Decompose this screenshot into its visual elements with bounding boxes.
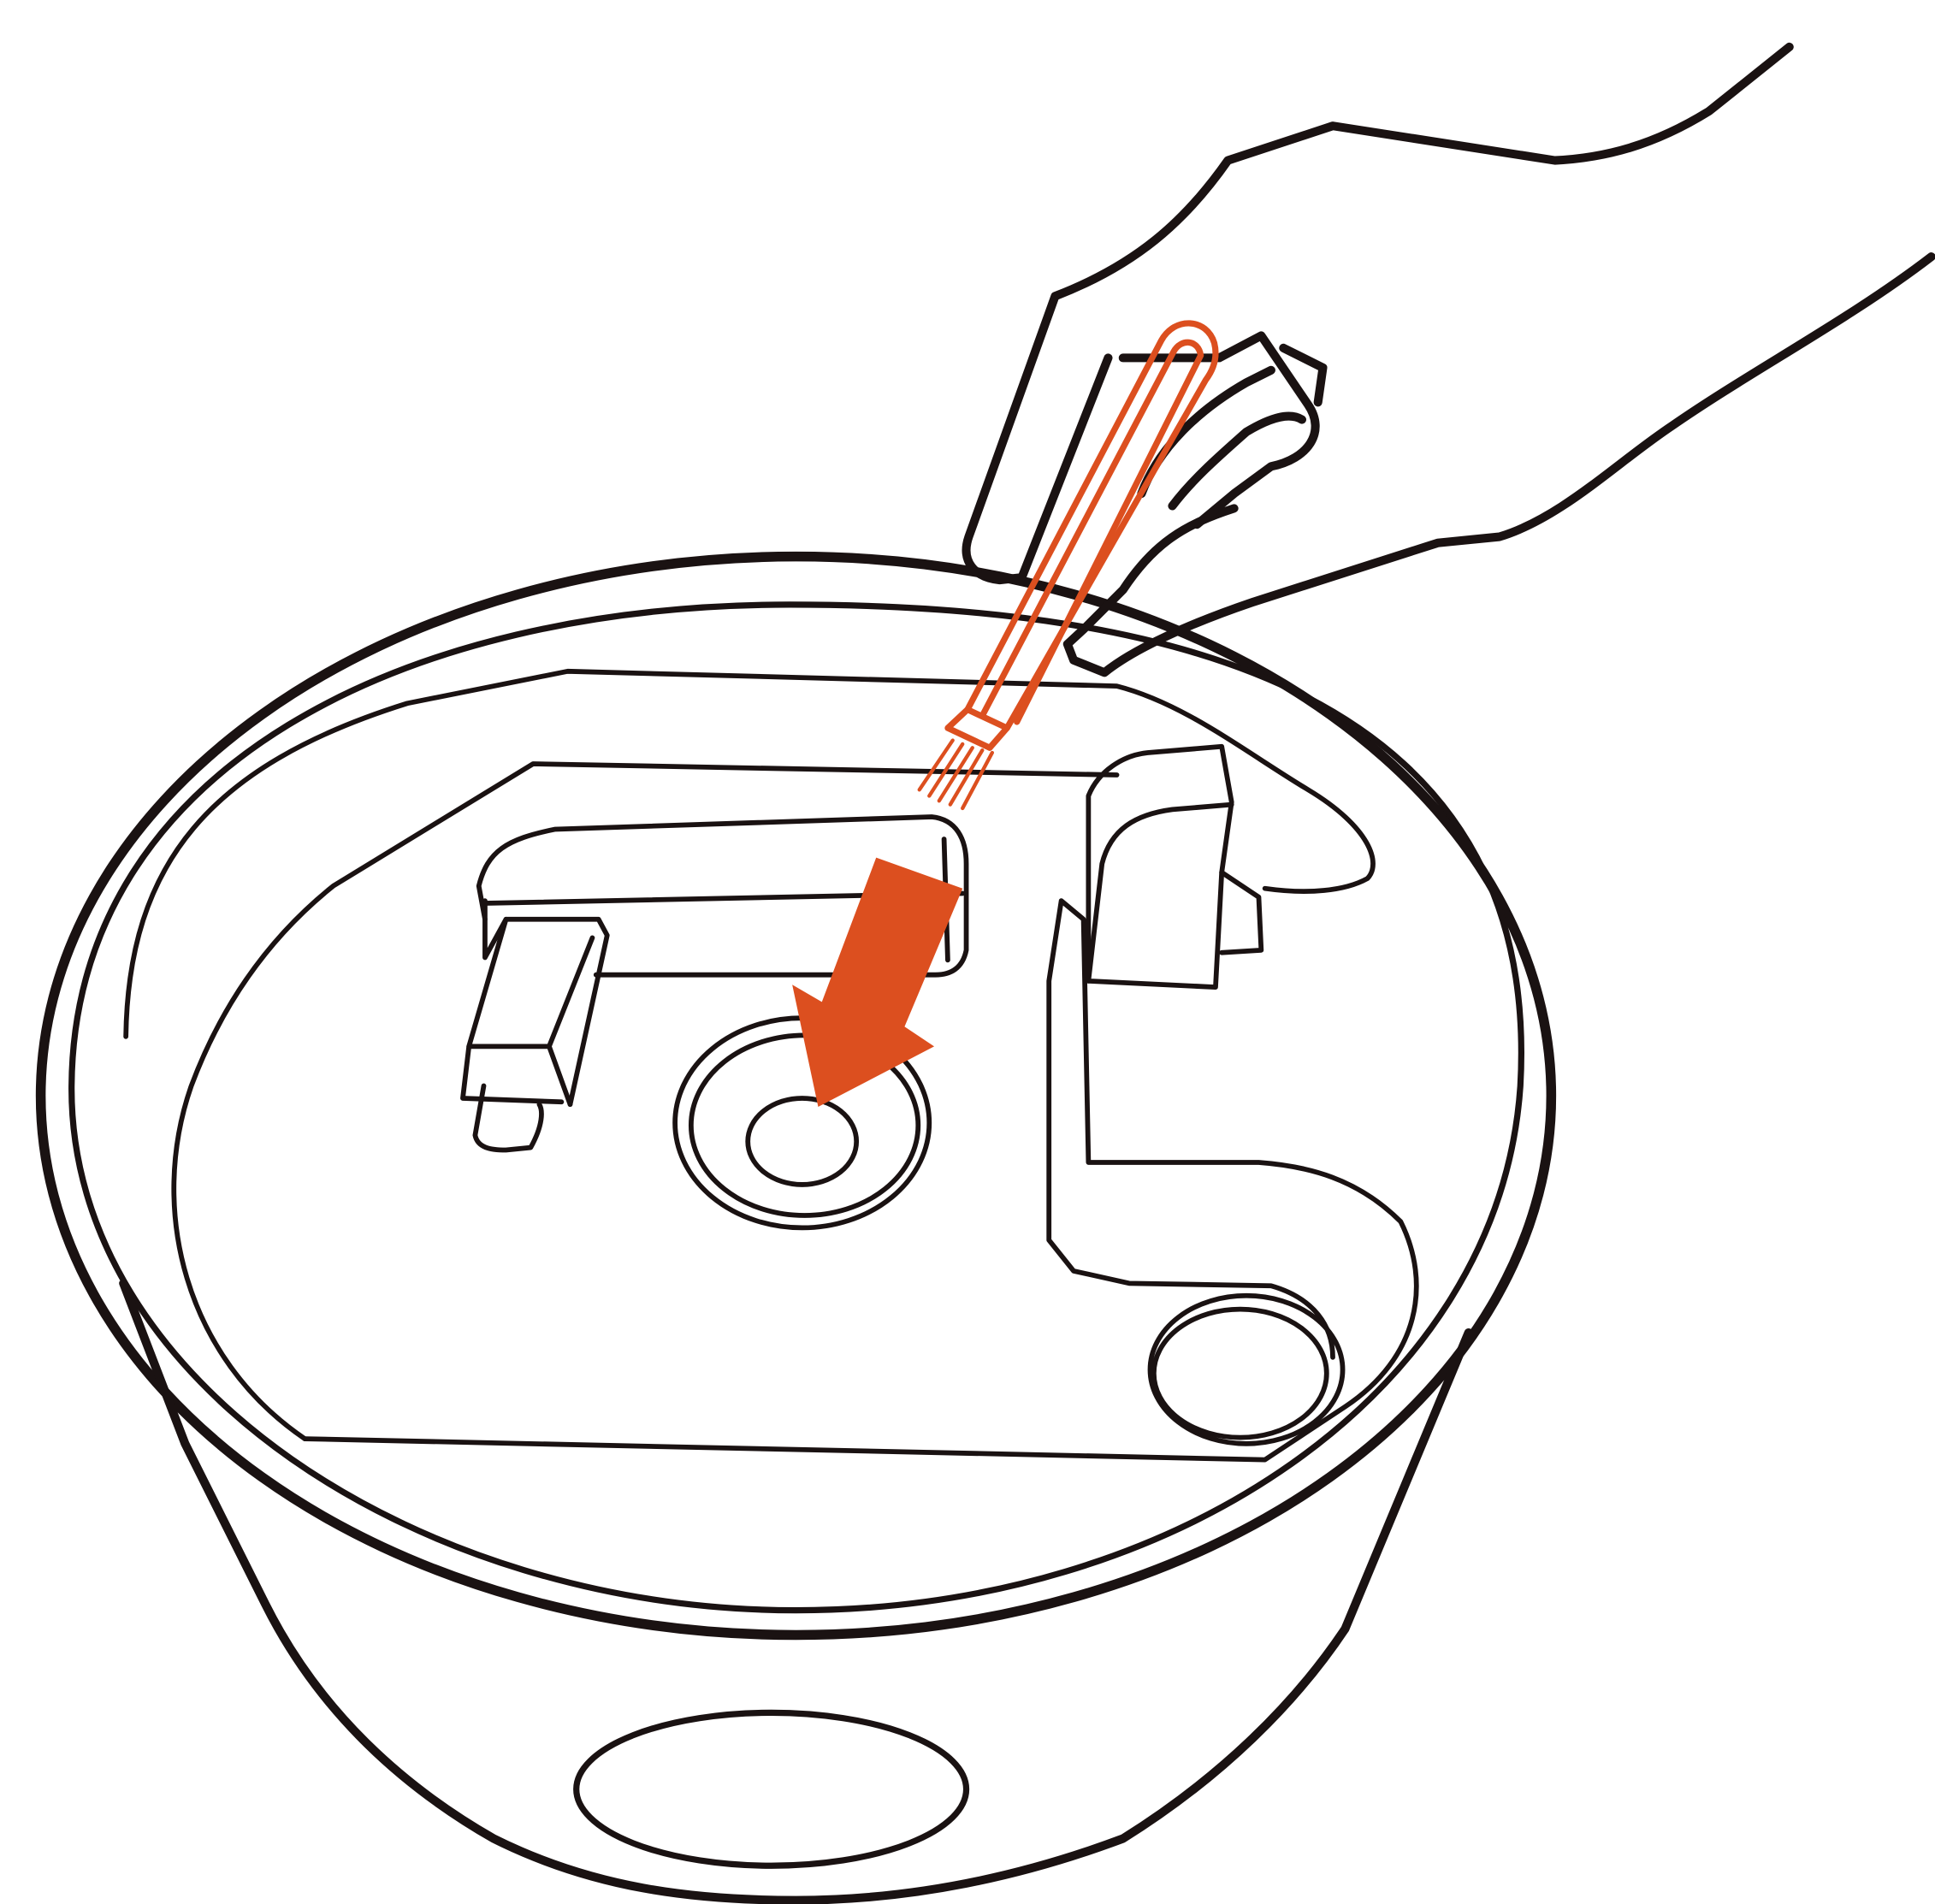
left-post-tab xyxy=(475,1086,541,1150)
tank-outer-rim xyxy=(41,557,1552,1635)
right-post xyxy=(1088,747,1231,987)
float-inner-ring xyxy=(1154,1310,1327,1438)
right-post-tab xyxy=(1222,872,1261,953)
brush-head xyxy=(948,710,1007,748)
tank-interior xyxy=(126,671,1417,1460)
tank-inner-rim xyxy=(72,605,1522,1611)
interior-floor-left xyxy=(174,764,1116,1439)
right-post-face xyxy=(1088,805,1231,981)
interior-back-wall xyxy=(126,671,1373,1037)
hand-upper-outline xyxy=(967,47,1790,580)
drain-inner-ring xyxy=(748,1098,856,1185)
left-post-front xyxy=(463,919,561,1103)
tank-bottom-hole xyxy=(577,1712,967,1866)
tank-body xyxy=(123,1283,1468,1900)
hand-lower-outline xyxy=(1068,257,1932,672)
brush-bristles xyxy=(920,741,992,808)
hand-icon xyxy=(967,47,1932,672)
